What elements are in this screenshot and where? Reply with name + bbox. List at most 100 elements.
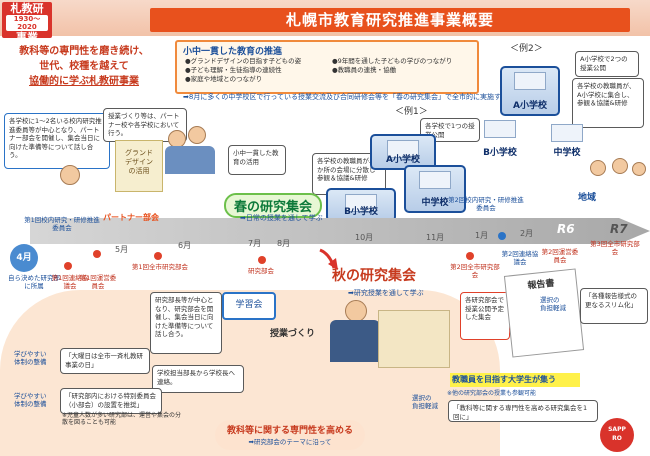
inst-bubble: 「大曜日は全市一斉札教研事業の日」 — [60, 348, 150, 374]
report-title: 報告書 — [527, 278, 556, 292]
kakusa-note: ※児童人数が多い研究部は、運営や集会の分散を図ることも可能 — [62, 412, 182, 426]
school-b2: B小学校 — [470, 120, 530, 158]
benefit-label: 学びやすい体制の整備 — [14, 350, 47, 366]
partner-label: パートナー部会 — [103, 213, 159, 222]
school-c1: 中学校 — [404, 165, 466, 213]
logo-years: 1930〜2020 — [6, 15, 48, 31]
month-label: 11月 — [426, 233, 445, 242]
ex2-right-bubble: 各学校の教職員が、A小学校に集合し、参観＆協議&研修 — [572, 78, 644, 128]
teacher-illustration — [60, 165, 80, 185]
sapporo-logo: SAPP RO — [600, 418, 634, 452]
ichikan-item: ●グランドデザインの目指す子どもの姿 — [185, 57, 302, 65]
event-dot — [466, 252, 474, 260]
benefit-line: 体制の整備 — [14, 358, 47, 366]
school-c2-label: 中学校 — [553, 148, 581, 158]
r7-label: R7 — [610, 222, 628, 236]
sapporo-line1: SAPP — [608, 426, 626, 433]
community-illustration — [632, 162, 646, 176]
ichikan-box: 小中一貫した教育の推進 ●グランドデザインの目指す子どもの姿 ●子ども理解・生徒… — [175, 40, 479, 94]
r6-label: R6 — [557, 222, 575, 236]
benefit-line: 負担軽減 — [412, 402, 438, 410]
august-note: ➡8月に多くの中学校区で行っている授業交流及び合同研修会等を「春の研究集会」で全… — [183, 93, 536, 101]
event-dot — [498, 232, 506, 240]
event-label: 第1回校内研究・研修推進委員会 — [24, 216, 100, 232]
ichikan-item: ●家庭や地域とのつながり — [185, 75, 263, 83]
month-label: 5月 — [115, 245, 129, 254]
page-title: 札幌市教育研究推進事業概要 — [150, 8, 630, 32]
school-a1-label: A小学校 — [386, 155, 420, 165]
april-note: 自ら決めた研究部に所属 — [8, 274, 60, 290]
event-label: 第1回全市研究部会 — [131, 263, 189, 271]
benefit-line: 選択の — [412, 394, 432, 402]
lead-line2: 世代、校種を越えて — [39, 61, 129, 72]
teacher-illustration — [188, 126, 206, 144]
benefit-label: 選択の負担軽減 — [412, 394, 438, 410]
report-bubble: 「各種報告様式の更なるスリム化」 — [580, 288, 648, 324]
bottom-main: 教科等に関する専門性を高める — [226, 426, 353, 436]
event-label: 第2回校内研究・研修推進委員会 — [448, 196, 524, 212]
april-badge: 4月 — [10, 244, 38, 272]
school-b2-label: B小学校 — [483, 148, 517, 158]
ichikan-heading: 小中一貫した教育の推進 — [183, 47, 283, 57]
senmon-bubble: 「教科等に関する専門性を高める研究集会を1回に」 — [448, 400, 598, 422]
students-band-text: 教職員を目指す大学生が集う — [452, 375, 556, 384]
partner-intro-bubble: 各学校に1〜2名いる校内研究推進委員等が中心となり、パートナー部会を開催し、集会… — [4, 113, 110, 169]
meeting-table-illustration — [165, 146, 215, 174]
kakusa-bubble: 「研究部内における特別委員会（小部会）の設置を推奨」 — [60, 388, 162, 414]
month-label: 8月 — [277, 239, 291, 248]
autumn-note-bubble: 各研究部会で授業公開予定した集会 — [460, 292, 510, 340]
event-dot — [93, 250, 101, 258]
gakushu-label: 学習会 — [222, 292, 276, 320]
event-label: 第2回連絡協議会 — [501, 250, 539, 266]
school-c2: 中学校 — [540, 124, 594, 158]
example2-label: ＜例2＞ — [510, 44, 543, 54]
students-band-note: ※他の研究部会の授業も参観可能 — [447, 390, 537, 397]
benefit-line: 学びやすい — [14, 392, 47, 400]
lead-line1: 教科等の専門性を磨き続け、 — [19, 46, 149, 57]
school-b1: B小学校 — [326, 188, 396, 222]
autumn-sub: ➡研究授業を通して学ぶ — [348, 289, 424, 297]
bottom-summary: 教科等に関する専門性を高める ➡研究部会のテーマに沿って — [215, 420, 365, 450]
community-illustration — [612, 158, 628, 174]
school-b1-label: B小学校 — [344, 207, 378, 217]
ichikan-item: ●教職員の連携・協働 — [332, 66, 397, 74]
gakushu-bubble: 研究部長等が中心となり、研究部会を開催し、集会当日に向けた準備等について話し合う… — [150, 292, 222, 354]
month-label: 6月 — [178, 241, 192, 250]
grand-design-card: グランドデザインの活用 — [115, 140, 163, 192]
month-label: 2月 — [520, 229, 534, 238]
arrow-icon — [319, 248, 338, 270]
school-a2-label: A小学校 — [513, 101, 547, 111]
school-a1: A小学校 — [370, 134, 436, 170]
classroom-illustration — [378, 310, 450, 368]
event-label: 第2回全市研究部会 — [450, 263, 500, 279]
community-label: 地域 — [578, 193, 597, 203]
autumn-title: 秋の研究集会 — [332, 268, 416, 284]
event-dot — [64, 262, 72, 270]
event-label: 第1回連絡協議会 — [51, 274, 89, 290]
ichikan-item: ●子ども理解・生徒指導の連続性 — [185, 66, 282, 74]
spring-title: 春の研究集会 — [224, 193, 323, 218]
jugyo-bubble: 学校担当部長から学校長へ連絡。 — [152, 365, 244, 393]
bottom-sub: ➡研究部会のテーマに沿って — [248, 438, 332, 446]
month-label: 7月 — [248, 239, 262, 248]
school-a2: A小学校 — [500, 66, 560, 116]
logo-line1: 札教研 — [10, 2, 44, 15]
teacher-illustration — [330, 320, 380, 362]
event-label: 第1回運営委員会 — [79, 274, 117, 290]
event-dot — [258, 256, 266, 264]
teacher-illustration — [345, 300, 367, 322]
community-illustration — [590, 160, 606, 176]
sapporo-line2: RO — [612, 435, 622, 442]
benefit-label: 学びやすい体制の整備 — [14, 392, 47, 408]
lead-line3: 協働的に学ぶ札教研事業 — [29, 76, 139, 87]
timeline-arrow — [30, 218, 650, 244]
logo-line2: 事業 — [16, 31, 38, 44]
benefit-label: 選択の負担軽減 — [540, 296, 566, 312]
benefit-line: 学びやすい — [14, 350, 47, 358]
event-label: 研究部会 — [248, 267, 274, 275]
students-band — [450, 373, 580, 387]
ex2-top-bubble: A小学校で2つの授業公開 — [575, 51, 639, 77]
ichikan-bubble: 小中一貫した教育の活用 — [228, 145, 286, 175]
spring-sub: ➡日常の授業を通して学ぶ — [240, 214, 323, 222]
report-illustration: 報告書 — [503, 268, 585, 358]
